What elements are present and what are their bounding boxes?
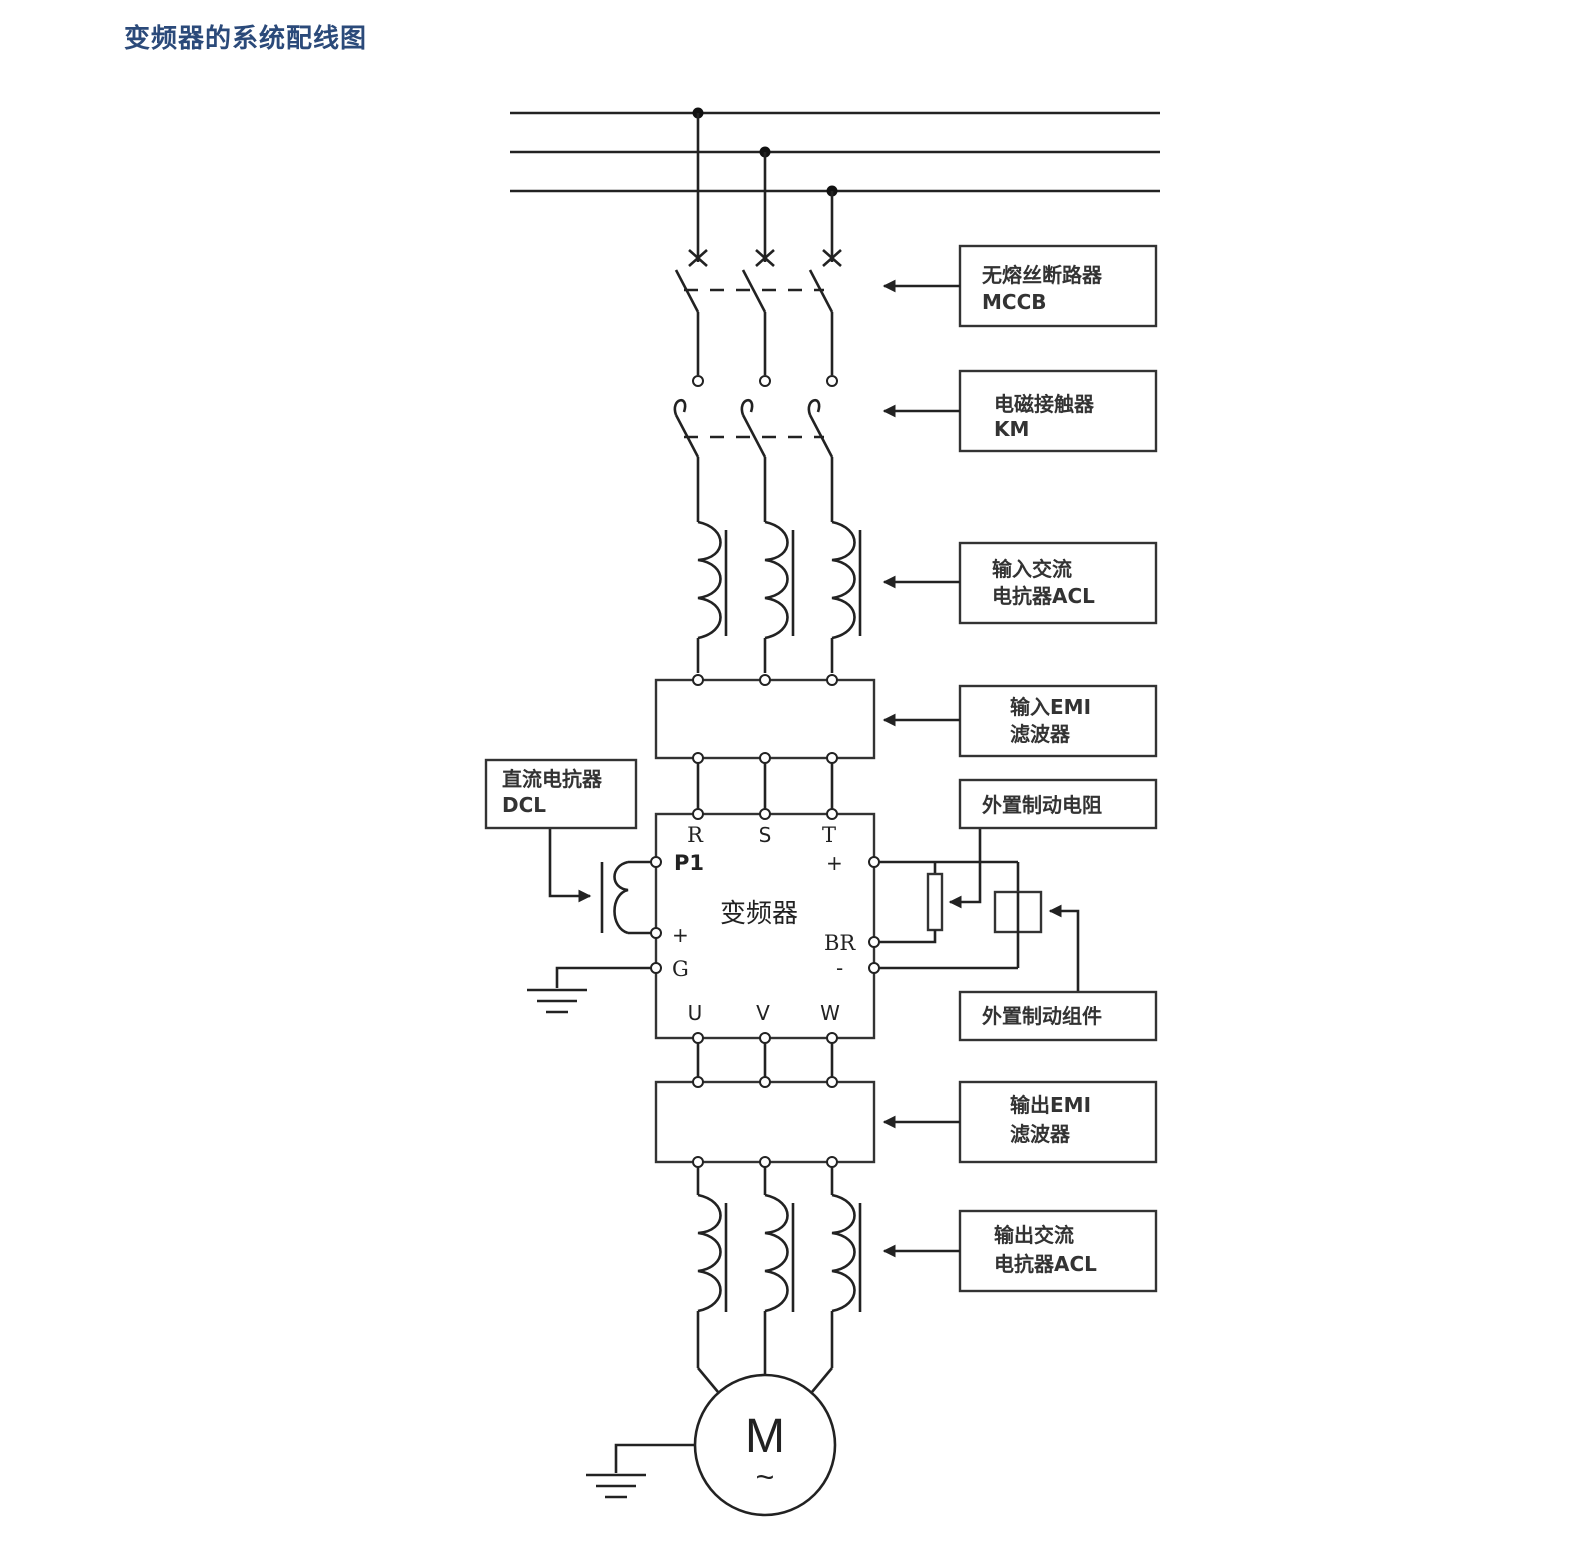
dc-reactor-symbol <box>548 828 651 935</box>
terminal-w-label: W <box>820 1001 840 1025</box>
terminal-br-label: BR <box>824 931 856 955</box>
output-reactor-symbol <box>696 1167 862 1393</box>
input-acl-label-line1: 输入交流 <box>992 557 1072 581</box>
page-title: 变频器的系统配线图 <box>124 24 368 54</box>
km-label-line1: 电磁接触器 <box>994 392 1095 416</box>
mccb-symbol <box>674 113 842 387</box>
terminal-g-label: G <box>672 957 689 981</box>
input-reactor-symbol <box>696 520 862 673</box>
inverter-label: 变频器 <box>720 899 798 929</box>
motor-ac-symbol: ~ <box>756 1459 775 1495</box>
dcl-label-line2: DCL <box>502 793 546 817</box>
brake-unit-label: 外置制动组件 <box>982 1004 1102 1028</box>
label-km: 电磁接触器 KM <box>882 369 1158 453</box>
label-input-acl: 输入交流 电抗器ACL <box>882 541 1158 625</box>
output-acl-label-line2: 电抗器ACL <box>994 1252 1097 1276</box>
label-input-emi: 输入EMI 滤波器 <box>882 684 1158 758</box>
mccb-label-line2: MCCB <box>982 290 1047 314</box>
terminal-t-label: T <box>822 823 836 847</box>
terminal-p1-label: P1 <box>674 851 704 875</box>
terminal-plus-right-label: + <box>826 851 843 875</box>
label-mccb: 无熔丝断路器 MCCB <box>882 244 1158 328</box>
label-output-acl: 输出交流 电抗器ACL <box>882 1209 1158 1293</box>
output-acl-label-line1: 输出交流 <box>994 1223 1074 1247</box>
input-emi-label-line1: 输入EMI <box>1010 695 1091 719</box>
output-emi-label-line1: 输出EMI <box>1010 1093 1091 1117</box>
terminal-plus-left-label: + <box>672 923 689 947</box>
motor-label: M <box>745 1410 785 1463</box>
input-emi-label-line2: 滤波器 <box>1010 722 1071 746</box>
output-emi-label-line2: 滤波器 <box>1010 1122 1071 1146</box>
inverter-block: R S T P1 + G + BR - 变频器 U V W <box>650 808 880 1040</box>
label-dcl: 直流电抗器 DCL <box>484 758 638 830</box>
terminal-u-label: U <box>688 1001 703 1025</box>
terminal-v-label: V <box>756 1001 770 1025</box>
label-output-emi: 输出EMI 滤波器 <box>882 1080 1158 1164</box>
brake-resistor-label: 外置制动电阻 <box>982 793 1102 817</box>
terminal-s-label: S <box>759 823 772 847</box>
motor-symbol: M ~ <box>586 1373 837 1517</box>
input-acl-label-line2: 电抗器ACL <box>992 584 1095 608</box>
km-label-line2: KM <box>994 417 1029 441</box>
label-brake-unit: 外置制动组件 <box>958 990 1158 1042</box>
terminal-minus-label: - <box>836 956 843 980</box>
contactor-symbol <box>673 399 834 522</box>
terminal-r-label: R <box>687 823 704 847</box>
output-emi-filter-symbol <box>654 1032 876 1168</box>
mccb-label-line1: 无熔丝断路器 <box>982 263 1103 287</box>
input-emi-filter-symbol <box>654 674 876 809</box>
ground-symbol <box>527 966 651 1014</box>
braking-circuit <box>879 828 1080 992</box>
dcl-label-line1: 直流电抗器 <box>502 767 603 791</box>
label-brake-resistor: 外置制动电阻 <box>958 778 1158 830</box>
power-bus <box>510 107 1160 197</box>
